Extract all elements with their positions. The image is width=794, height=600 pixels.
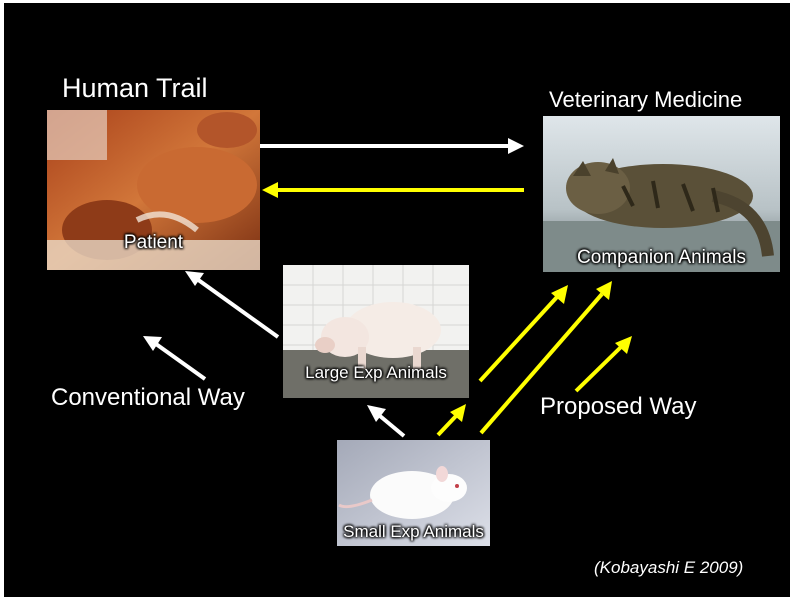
arrow-proposed [576,347,621,391]
arrow-small-to-large [380,416,404,436]
arrowhead-conventional [143,336,162,351]
citation: (Kobayashi E 2009) [594,558,743,578]
arrowhead-human-to-vet [508,138,524,154]
arrow-conventional [156,344,205,379]
conventional-way-label: Conventional Way [51,384,245,412]
slide: Human Trail Veterinary Medicine Patient [4,3,790,597]
arrow-large-to-patient [197,279,278,337]
arrowhead-vet-to-human [262,182,278,198]
arrows-layer [4,3,790,597]
proposed-way-label: Proposed Way [540,393,697,421]
arrow-small-to-large-proposed [438,416,456,435]
arrow-large-to-vet [480,297,557,381]
